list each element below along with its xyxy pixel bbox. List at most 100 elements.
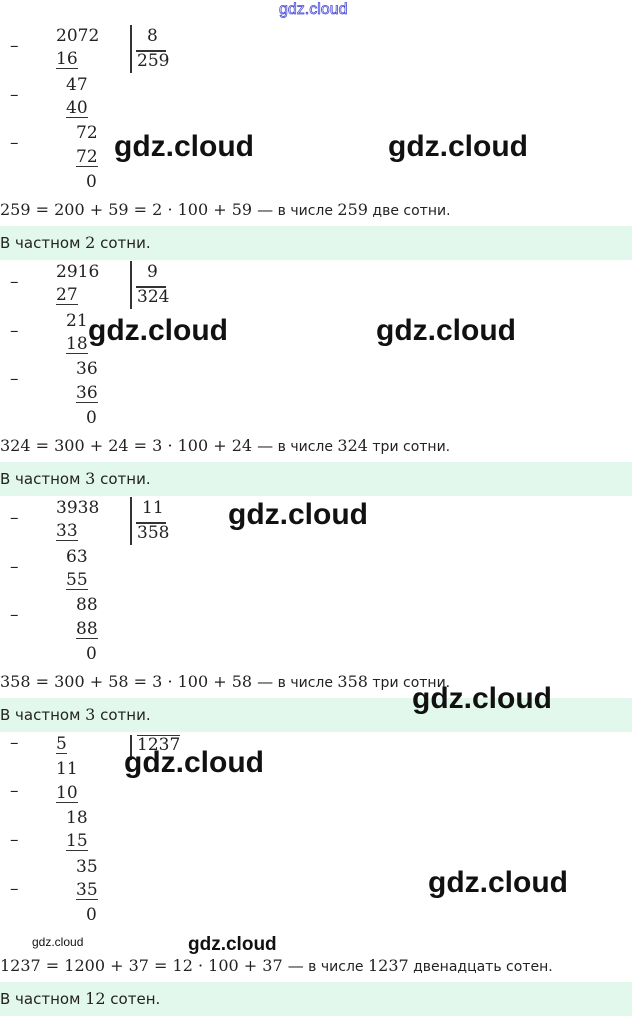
answer-pre: В частном xyxy=(0,990,86,1008)
answer-band: В частном 2 сотни. xyxy=(0,226,632,260)
equation-math: 324 = 300 + 24 = 3 · 100 + 24 — xyxy=(0,436,274,455)
watermark-small: gdz.cloud xyxy=(32,935,84,949)
division-row: 88 xyxy=(76,595,98,616)
answer-band: В частном 3 сотни. xyxy=(0,698,632,732)
quotient-line xyxy=(136,50,166,52)
division-row: 0 xyxy=(86,407,97,428)
answer-num: 3 xyxy=(85,469,96,488)
equation: 259 = 200 + 59 = 2 · 100 + 59 — в числе … xyxy=(0,200,451,221)
minus-sign: – xyxy=(10,830,19,851)
division-row: 5 xyxy=(56,734,67,754)
quotient-line xyxy=(136,522,166,524)
minus-sign: – xyxy=(10,133,19,154)
minus-sign: – xyxy=(10,36,19,56)
quotient: 259 xyxy=(137,51,170,71)
equation-number: 1237 xyxy=(367,956,409,975)
divisor-bar xyxy=(130,261,132,309)
answer-post: сотни. xyxy=(95,234,151,252)
equation-words: двенадцать сотен. xyxy=(408,959,553,975)
division-row: 35 xyxy=(76,879,98,900)
minus-sign: – xyxy=(10,320,19,341)
equation-math: 259 = 200 + 59 = 2 · 100 + 59 — xyxy=(0,200,274,219)
division-row: 3938 xyxy=(56,498,100,518)
answer-num: 3 xyxy=(85,705,96,724)
equation-words: три сотни. xyxy=(367,439,451,455)
watermark: gdz.cloud xyxy=(88,314,228,347)
division-row: 18 xyxy=(66,807,88,828)
answer-post: сотни. xyxy=(95,706,151,724)
watermark: gdz.cloud xyxy=(228,498,368,531)
answer-text: В частном 3 сотни. xyxy=(0,469,151,488)
watermark-top: gdz.cloud xyxy=(279,1,348,19)
division-row: 2916 xyxy=(56,262,100,282)
answer-band: В частном 3 сотни. xyxy=(0,462,632,496)
answer-pre: В частном xyxy=(0,470,86,488)
division-row: 55 xyxy=(66,569,88,590)
minus-sign: – xyxy=(10,272,19,292)
watermark: gdz.cloud xyxy=(188,934,277,955)
minus-sign: – xyxy=(10,508,19,528)
equation-number: 324 xyxy=(337,436,368,455)
division-row: 27 xyxy=(56,285,78,306)
equation-math: 1237 = 1200 + 37 = 12 · 100 + 37 — xyxy=(0,956,304,975)
divisor: 11 xyxy=(142,498,164,518)
equation-number: 259 xyxy=(337,200,368,219)
watermark: gdz.cloud xyxy=(412,682,552,715)
equation: 324 = 300 + 24 = 3 · 100 + 24 — в числе … xyxy=(0,436,450,457)
division-row: 33 xyxy=(56,521,78,542)
division-row: 35 xyxy=(76,856,98,877)
quotient-line xyxy=(136,286,166,288)
quotient: 324 xyxy=(137,287,170,307)
division-row: 21 xyxy=(66,310,88,331)
division-row: 36 xyxy=(76,359,98,380)
watermark: gdz.cloud xyxy=(124,746,264,779)
answer-band: В частном 12 сотен. xyxy=(0,982,632,1016)
minus-sign: – xyxy=(10,369,19,390)
division-row: 15 xyxy=(66,831,88,852)
minus-sign: – xyxy=(10,781,19,802)
divisor: 8 xyxy=(147,26,158,46)
equation-words: в числе xyxy=(273,439,338,455)
answer-pre: В частном xyxy=(0,706,86,724)
division-row: 72 xyxy=(76,146,98,167)
answer-post: сотни. xyxy=(95,470,151,488)
division-row: 40 xyxy=(66,97,88,118)
minus-sign: – xyxy=(10,605,19,626)
equation-words: две сотни. xyxy=(367,203,451,219)
equation-words: в числе xyxy=(273,675,338,691)
equation-words: в числе xyxy=(303,959,368,975)
answer-post: сотен. xyxy=(105,990,161,1008)
answer-pre: В частном xyxy=(0,234,86,252)
division-row: 0 xyxy=(86,905,97,926)
division-row: 11 xyxy=(56,759,78,780)
division-row: 63 xyxy=(66,546,88,567)
divisor-bar xyxy=(130,497,132,545)
answer-num: 12 xyxy=(85,989,106,1008)
divisor: 9 xyxy=(147,262,158,282)
answer-text: В частном 2 сотни. xyxy=(0,233,151,252)
minus-sign: – xyxy=(10,878,19,899)
divisor-bar xyxy=(130,25,132,73)
division-row: 2072 xyxy=(56,26,100,46)
divisor-bar xyxy=(130,735,132,760)
answer-text: В частном 3 сотни. xyxy=(0,705,151,724)
division-row: 36 xyxy=(76,382,98,403)
quotient: 1237 xyxy=(137,735,181,755)
watermark: gdz.cloud xyxy=(428,866,568,899)
equation-math: 358 = 300 + 58 = 3 · 100 + 58 — xyxy=(0,672,274,691)
answer-num: 2 xyxy=(85,233,96,252)
equation-number: 358 xyxy=(337,672,368,691)
division-row: 18 xyxy=(66,333,88,354)
division-row: 72 xyxy=(76,123,98,144)
equation: 1237 = 1200 + 37 = 12 · 100 + 37 — в чис… xyxy=(0,956,553,977)
quotient: 358 xyxy=(137,523,170,543)
division-row: 0 xyxy=(86,171,97,192)
division-row: 0 xyxy=(86,643,97,664)
watermark: gdz.cloud xyxy=(114,130,254,163)
division-row: 10 xyxy=(56,782,78,803)
equation-words: в числе xyxy=(273,203,338,219)
division-row: 16 xyxy=(56,49,78,70)
minus-sign: – xyxy=(10,556,19,577)
equation-words: три сотни. xyxy=(367,675,451,691)
answer-text: В частном 12 сотен. xyxy=(0,989,160,1008)
